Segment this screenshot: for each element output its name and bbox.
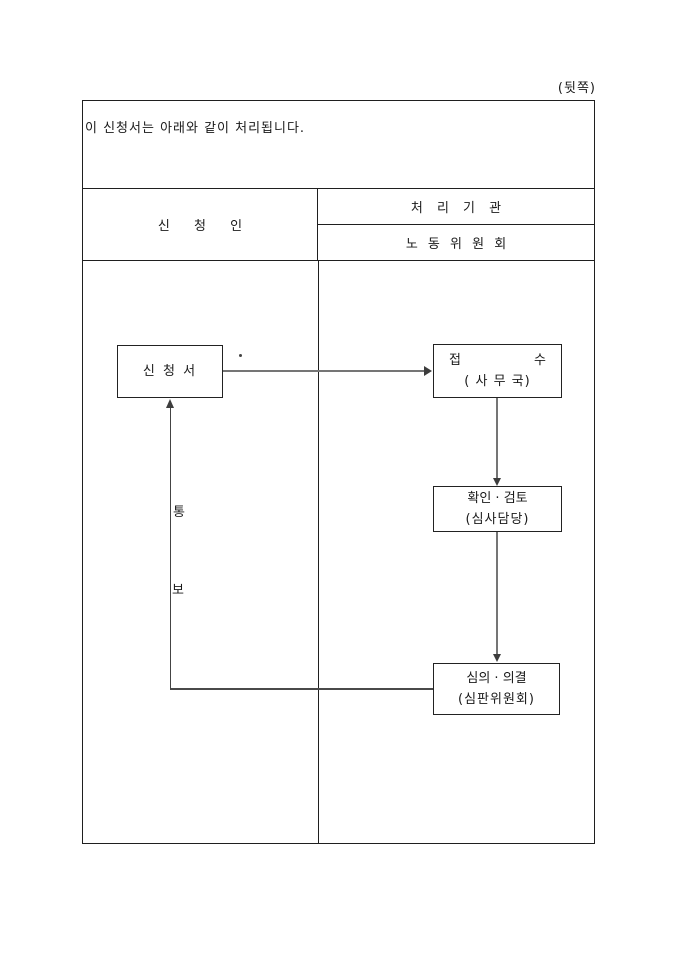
applicant-header-cell: 신 청 인 — [83, 189, 318, 260]
arrow-down-icon — [493, 478, 501, 486]
agency-header-column: 처 리 기 관 노 동 위 원 회 — [318, 189, 594, 260]
connector-dot-mark — [239, 354, 242, 357]
agency-header-cell: 처 리 기 관 — [318, 189, 594, 225]
connector-review-to-decision — [496, 532, 498, 654]
process-table: 이 신청서는 아래와 같이 처리됩니다. 신 청 인 처 리 기 관 노 동 위… — [82, 100, 595, 844]
review-box: 확인 · 검토 (심사담당) — [433, 486, 562, 532]
receipt-label-right: 수 — [534, 353, 546, 368]
review-box-subtitle: (심사담당) — [465, 512, 530, 527]
receipt-box: 접 수 ( 사 무 국) — [433, 344, 562, 398]
intro-text: 이 신청서는 아래와 같이 처리됩니다. — [85, 121, 306, 136]
decision-box-subtitle: (심판위원회) — [458, 692, 535, 707]
connector-receipt-to-review — [496, 398, 498, 478]
intro-row: 이 신청서는 아래와 같이 처리됩니다. — [83, 101, 594, 189]
connector-return-to-application — [170, 408, 171, 689]
arrow-down-icon — [493, 654, 501, 662]
decision-box-title: 심의 · 의결 — [466, 671, 527, 686]
body-column-divider — [318, 261, 319, 843]
agency-subheader-label: 노 동 위 원 회 — [405, 237, 510, 252]
connector-decision-return-horizontal — [170, 688, 433, 690]
receipt-label-left: 접 — [449, 353, 461, 368]
connector-application-to-receipt — [223, 370, 424, 372]
receipt-box-title: 접 수 — [434, 350, 561, 371]
notice-label-char-1: 통 — [173, 505, 185, 520]
applicant-header-label: 신 청 인 — [157, 219, 253, 234]
agency-subheader-cell: 노 동 위 원 회 — [318, 225, 594, 260]
header-row: 신 청 인 처 리 기 관 노 동 위 원 회 — [83, 189, 594, 261]
review-box-title: 확인 · 검토 — [467, 491, 528, 506]
decision-box: 심의 · 의결 (심판위원회) — [433, 663, 560, 715]
receipt-box-subtitle: ( 사 무 국) — [464, 374, 531, 389]
notice-label-char-2: 보 — [172, 583, 184, 598]
application-box: 신 청 서 — [117, 345, 223, 398]
agency-header-label: 처 리 기 관 — [410, 201, 507, 216]
corner-note: (뒷쪽) — [557, 81, 596, 96]
arrow-up-icon — [166, 399, 174, 408]
application-box-label: 신 청 서 — [142, 364, 198, 379]
arrow-right-icon — [424, 366, 432, 376]
